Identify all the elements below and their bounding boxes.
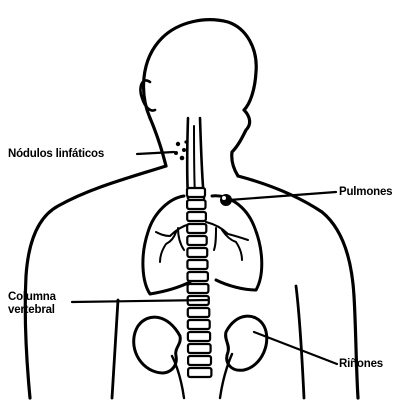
- vertebra: [187, 188, 205, 197]
- leader-lymph-nodes: [137, 152, 174, 154]
- label-lymph-nodes: Nódulos linfáticos: [8, 148, 104, 161]
- vertebra: [188, 356, 211, 365]
- label-lungs: Pulmones: [339, 186, 392, 199]
- vertebra: [188, 332, 210, 341]
- vertebra: [188, 308, 210, 317]
- lymph-node-dots: [174, 140, 188, 160]
- right-kidney: [226, 316, 267, 370]
- leader-lungs: [229, 192, 336, 200]
- vertebra: [187, 224, 206, 233]
- esophagus-line: [194, 126, 195, 196]
- lung-dot-highlight: [222, 196, 226, 200]
- vertebra: [187, 236, 206, 245]
- left-inner-arm: [112, 300, 118, 398]
- vertebra: [187, 212, 206, 221]
- trachea-right: [200, 118, 204, 198]
- right-inner-arm: [296, 286, 304, 398]
- vertebra: [188, 272, 208, 281]
- vertebra: [187, 260, 207, 269]
- vertebra: [188, 344, 211, 353]
- vertebra: [187, 200, 205, 209]
- left-ureter: [172, 356, 184, 398]
- vertebra: [188, 284, 209, 293]
- left-bronchus: [156, 224, 190, 262]
- trachea-left: [187, 118, 188, 198]
- label-spine-line2: vertebral: [8, 304, 55, 317]
- label-spine-line1: Columna: [8, 291, 56, 304]
- neck-left-outline: [150, 118, 166, 166]
- vertebra: [187, 248, 207, 257]
- right-bronchus: [206, 222, 248, 260]
- label-kidneys: Riñones: [339, 358, 383, 371]
- vertebra: [188, 320, 210, 329]
- left-kidney: [134, 317, 181, 373]
- vertebra: [188, 368, 211, 377]
